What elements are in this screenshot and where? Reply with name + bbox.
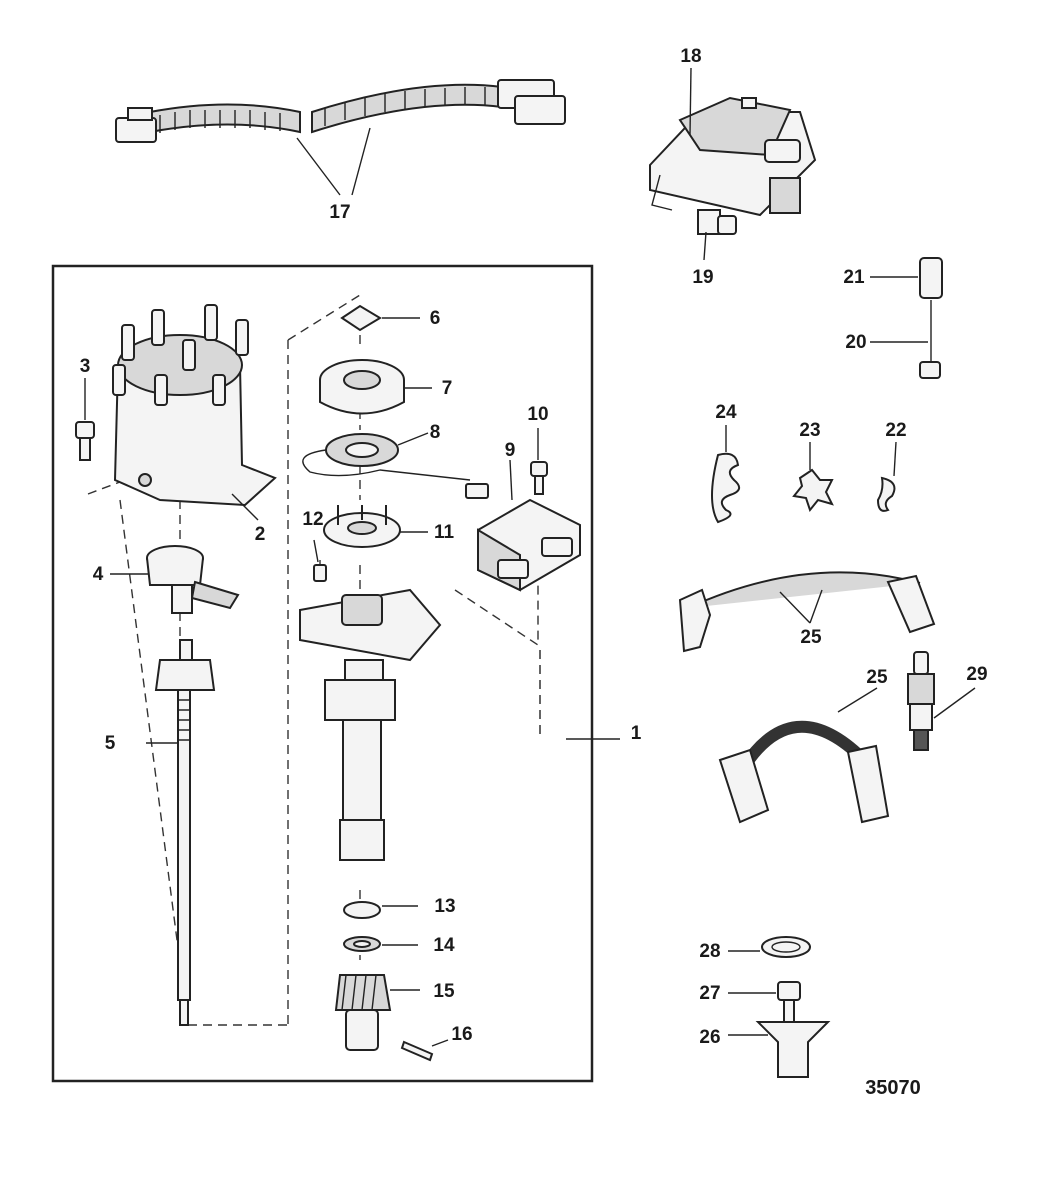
- callout-20: 20: [845, 332, 866, 353]
- callout-4: 4: [93, 564, 104, 585]
- shaft-part-5: [154, 639, 216, 1026]
- callout-29: 29: [966, 664, 987, 685]
- spark-plug-wire-part-25-upper: [678, 571, 936, 653]
- callout-25b: 25: [866, 667, 888, 688]
- wire-separator-part-24: [711, 452, 741, 524]
- thrust-washer-part-13: [343, 901, 381, 919]
- callout-6: 6: [430, 308, 441, 329]
- callout-7: 7: [442, 378, 453, 399]
- retainer-part-11: [323, 505, 401, 548]
- ignition-coil-part-18: [649, 96, 817, 217]
- screw-part-3: [75, 421, 95, 461]
- callout-26: 26: [699, 1027, 720, 1048]
- callout-25a: 25: [800, 627, 822, 648]
- seal-part-6: [340, 304, 382, 332]
- ground-strap-part-20: [919, 300, 941, 379]
- callout-13: 13: [434, 896, 455, 917]
- wire-separator-part-23: [792, 468, 834, 513]
- wiring-harness-part-17: [115, 79, 566, 143]
- callout-14: 14: [433, 935, 455, 956]
- screw-part-19: [697, 209, 737, 235]
- washer-part-28: [761, 936, 811, 958]
- wire-clip-part-22: [876, 476, 896, 512]
- callout-17: 17: [329, 202, 350, 223]
- distributor-housing: [299, 588, 442, 861]
- callout-28: 28: [699, 941, 720, 962]
- callout-8: 8: [430, 422, 441, 443]
- callout-10: 10: [527, 404, 548, 425]
- spark-plug-part-29: [907, 651, 935, 751]
- callout-24: 24: [715, 402, 737, 423]
- pickup-coil-part-8: [302, 433, 489, 499]
- callout-1: 1: [631, 723, 642, 744]
- callout-18: 18: [680, 46, 701, 67]
- callout-22: 22: [885, 420, 906, 441]
- distributor-assembly-box: [51, 264, 594, 1083]
- screw-part-27: [777, 981, 801, 1023]
- rotor-part-4: [146, 545, 240, 614]
- callout-16: 16: [451, 1024, 472, 1045]
- roll-pin-part-16: [400, 1040, 434, 1062]
- pole-piece-part-7: [319, 359, 405, 415]
- callout-2: 2: [255, 524, 266, 545]
- clip-part-21: [919, 257, 943, 299]
- callout-12: 12: [302, 509, 323, 530]
- callout-23: 23: [799, 420, 820, 441]
- bracket-part-26: [755, 1021, 831, 1078]
- callout-5: 5: [105, 733, 116, 754]
- callout-3: 3: [80, 356, 91, 377]
- callout-19: 19: [692, 267, 713, 288]
- callout-15: 15: [433, 981, 455, 1002]
- callout-27: 27: [699, 983, 720, 1004]
- washer-part-14: [343, 936, 381, 952]
- callout-9: 9: [505, 440, 516, 461]
- spark-plug-wire-part-25-lower: [718, 720, 890, 824]
- distributor-cap-part-2: [112, 304, 277, 507]
- ignition-module-part-9: [477, 498, 581, 592]
- figure-id: 35070: [865, 1077, 921, 1099]
- callout-11: 11: [434, 522, 455, 543]
- pin-part-12: [313, 564, 327, 582]
- callout-21: 21: [843, 267, 865, 288]
- screw-part-10: [530, 461, 548, 495]
- drive-gear-part-15: [334, 974, 392, 1051]
